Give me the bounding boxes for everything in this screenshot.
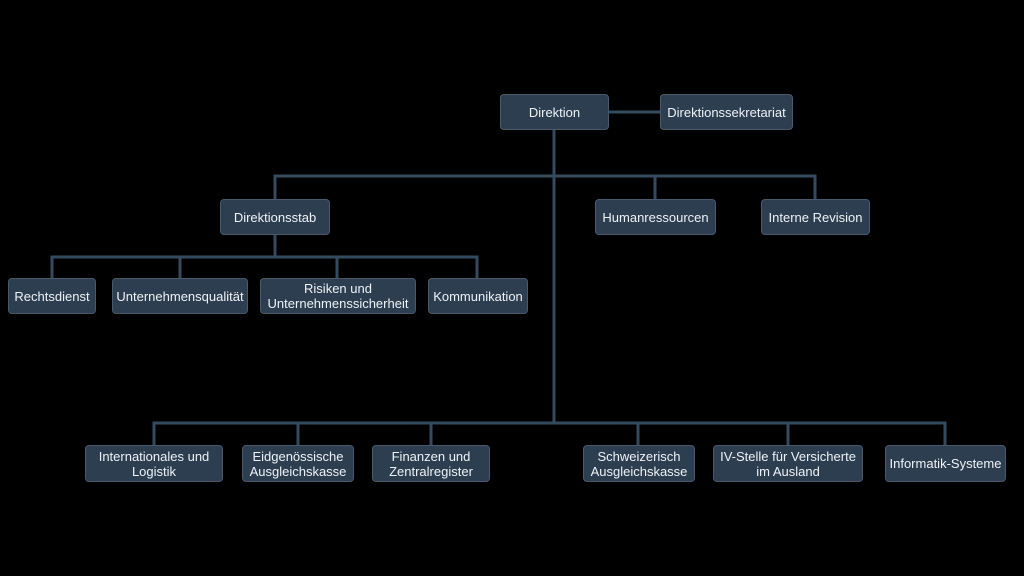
org-node-direktionssekretariat: Direktionssekretariat [660,94,793,130]
org-node-label: Rechtsdienst [14,288,90,304]
org-node-rechtsdienst: Rechtsdienst [8,278,96,314]
org-node-label: IV-Stelle für Versicherte im Ausland [720,448,856,479]
org-node-label: Finanzen und Zentralregister [389,448,473,479]
org-node-label: Internationales und Logistik [98,448,210,479]
org-node-label: Interne Revision [768,209,863,225]
org-node-label: Unternehmensqualität [116,288,244,304]
org-node-label: Schweizerisch Ausgleichskasse [590,448,688,479]
org-node-label: Informatik-Systeme [889,456,1002,471]
org-node-finanzen-und-zentralregister: Finanzen und Zentralregister [372,445,490,482]
org-node-kommunikation: Kommunikation [428,278,528,314]
org-node-label: Direktionssekretariat [667,104,786,120]
org-node-label: Direktion [528,104,581,120]
org-node-label: Risiken und Unternehmenssicherheit [267,281,409,311]
org-node-eidgenoessische-ausgleichskasse: Eidgenössische Ausgleichskasse [242,445,354,482]
org-node-direktion: Direktion [500,94,609,130]
org-node-unternehmensqualitaet: Unternehmensqualität [112,278,248,314]
org-node-iv-stelle-fuer-versicherte-im-ausland: IV-Stelle für Versicherte im Ausland [713,445,863,482]
org-node-label: Humanressourcen [602,209,709,225]
org-node-humanressourcen: Humanressourcen [595,199,716,235]
org-node-schweizerisch-ausgleichskasse: Schweizerisch Ausgleichskasse [583,445,695,482]
org-node-label: Direktionsstab [233,209,317,225]
org-node-internationales-und-logistik: Internationales und Logistik [85,445,223,482]
org-node-label: Eidgenössische Ausgleichskasse [249,448,347,479]
org-node-direktionsstab: Direktionsstab [220,199,330,235]
org-node-informatik-systeme: Informatik-Systeme [885,445,1006,482]
org-node-risiken-und-unternehmenssicherheit: Risiken und Unternehmenssicherheit [260,278,416,314]
org-node-label: Kommunikation [433,288,523,304]
org-node-interne-revision: Interne Revision [761,199,870,235]
